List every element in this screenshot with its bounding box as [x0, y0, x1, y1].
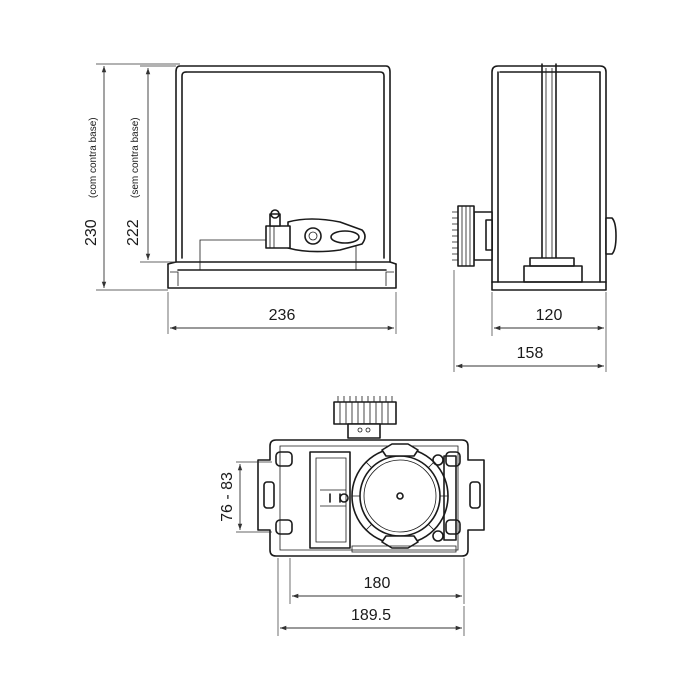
without-base-note: (sem contra base): [130, 117, 141, 198]
side-width-value: 120: [536, 307, 563, 324]
front-width-dimension: 236: [167, 292, 397, 334]
side-overall-width-value: 158: [517, 345, 544, 362]
hole-spacing-dimension: 180: [289, 558, 465, 604]
front-view: 230 (com contra base) 222 (sem contra ba…: [83, 63, 397, 334]
motor-ring-icon: [351, 443, 449, 549]
hole-spacing-value: 180: [364, 575, 391, 592]
side-width-dimension: 120: [491, 292, 607, 372]
release-handle: [265, 209, 366, 253]
with-base-note: (com contra base): [88, 117, 99, 198]
top-overall-width-value: 189.5: [351, 607, 391, 624]
top-overall-width-dimension: 189.5: [277, 558, 465, 636]
hole-range-value: 76 - 83: [219, 472, 236, 522]
height-with-base-value: 230: [83, 219, 100, 246]
height-without-base-value: 222: [125, 219, 142, 246]
top-view: 76 - 83 180 189.5: [219, 396, 485, 636]
top-gear-icon: [333, 396, 397, 439]
front-width-value: 236: [269, 307, 296, 324]
side-view: 120 158: [452, 63, 617, 372]
side-overall-width-dimension: 158: [453, 270, 604, 372]
side-gear-icon: [452, 205, 493, 267]
hole-range-dimension: 76 - 83: [219, 461, 272, 533]
front-height-dimensions: 230 (com contra base) 222 (sem contra ba…: [83, 63, 180, 291]
